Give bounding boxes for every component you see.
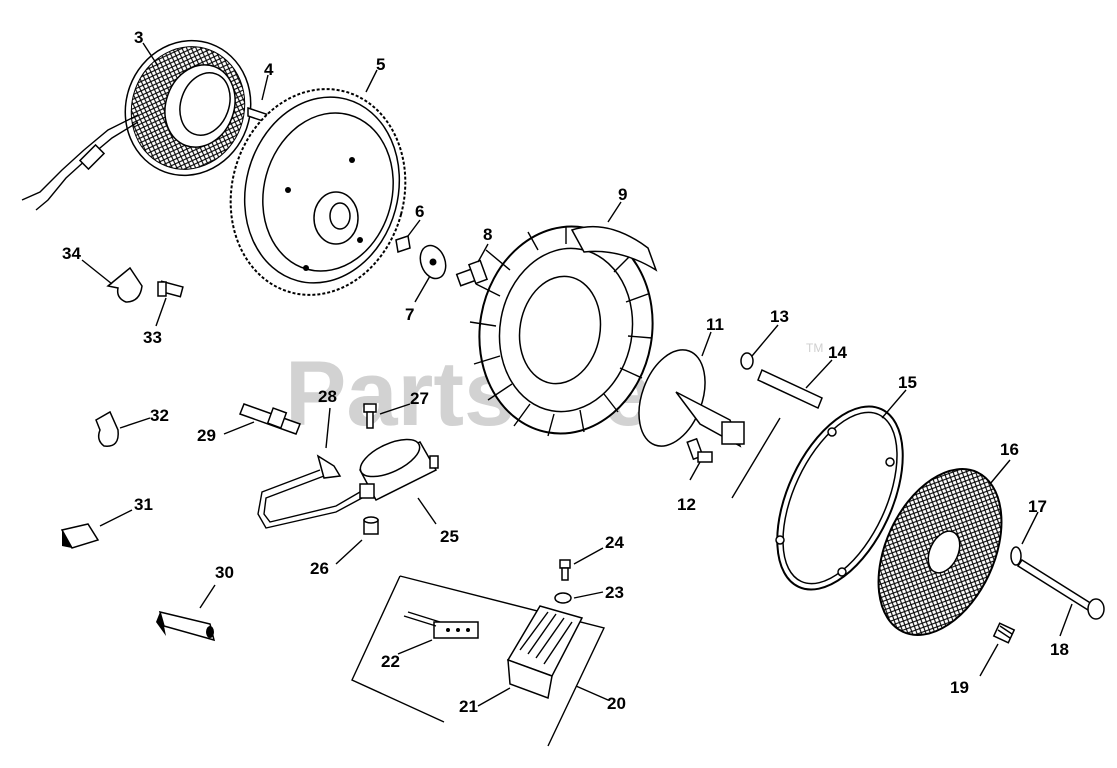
callout-8: 8: [483, 225, 492, 244]
stator-3[interactable]: [21, 23, 270, 211]
callout-11: 11: [706, 315, 724, 334]
connector-22[interactable]: [403, 611, 479, 639]
callout-29: 29: [197, 426, 216, 445]
callout-13: 13: [770, 307, 789, 326]
gasket-ring-15[interactable]: [751, 387, 928, 609]
washer-7[interactable]: [416, 242, 450, 282]
key-6[interactable]: [395, 235, 411, 253]
callout-28: 28: [318, 387, 337, 406]
screw-8[interactable]: [455, 259, 489, 287]
watermark-trademark: TM: [806, 341, 823, 355]
screw-33[interactable]: [157, 280, 184, 298]
washer-23[interactable]: [554, 592, 572, 604]
flywheel-5[interactable]: [208, 69, 428, 314]
screw-24[interactable]: [559, 559, 571, 581]
callout-9: 9: [618, 185, 627, 204]
pin-14[interactable]: [757, 368, 823, 410]
callout-numbers: 3 4 5 6 7 8 9 11 12 13 14 15 16 17 18 19…: [62, 28, 1069, 716]
clip-30[interactable]: [156, 610, 216, 642]
callout-12: 12: [677, 495, 696, 514]
callout-19: 19: [950, 678, 969, 697]
callout-34: 34: [62, 244, 81, 263]
callout-4: 4: [264, 60, 274, 79]
screw-12[interactable]: [686, 437, 713, 463]
callout-33: 33: [143, 328, 162, 347]
spark-plug-boot-28[interactable]: [257, 454, 363, 529]
nut-19[interactable]: [992, 622, 1016, 644]
callout-23: 23: [605, 583, 624, 602]
callout-7: 7: [405, 305, 414, 324]
fan-9[interactable]: [463, 213, 669, 448]
rectifier-kit-20[interactable]: [351, 575, 605, 747]
washer-13[interactable]: [740, 352, 754, 370]
rectifier-regulator-21[interactable]: [506, 605, 584, 700]
callout-32: 32: [150, 406, 169, 425]
callout-17: 17: [1028, 497, 1047, 516]
ignition-module-25[interactable]: [355, 432, 439, 501]
callout-22: 22: [381, 652, 400, 671]
callout-20: 20: [607, 694, 626, 713]
callout-26: 26: [310, 559, 329, 578]
terminal-31[interactable]: [60, 523, 100, 549]
callout-16: 16: [1000, 440, 1019, 459]
callout-6: 6: [415, 202, 424, 221]
callout-27: 27: [410, 389, 429, 408]
spark-plug-29[interactable]: [239, 403, 301, 435]
leader-lines: [81, 42, 1073, 707]
callout-31: 31: [134, 495, 153, 514]
clamp-34[interactable]: [106, 266, 143, 303]
callout-15: 15: [898, 373, 917, 392]
spacer-26[interactable]: [363, 516, 379, 535]
callout-14: 14: [828, 343, 847, 362]
callout-24: 24: [605, 533, 624, 552]
clamp-32[interactable]: [95, 410, 119, 447]
callout-25: 25: [440, 527, 459, 546]
callout-3: 3: [134, 28, 143, 47]
callout-18: 18: [1050, 640, 1069, 659]
callout-5: 5: [376, 55, 385, 74]
washer-17[interactable]: [1010, 546, 1022, 566]
callout-21: 21: [459, 697, 478, 716]
screw-27[interactable]: [363, 403, 377, 429]
hub-11[interactable]: [627, 341, 745, 455]
callout-30: 30: [215, 563, 234, 582]
bolt-18[interactable]: [1016, 558, 1105, 620]
grass-screen-16[interactable]: [854, 449, 1026, 654]
